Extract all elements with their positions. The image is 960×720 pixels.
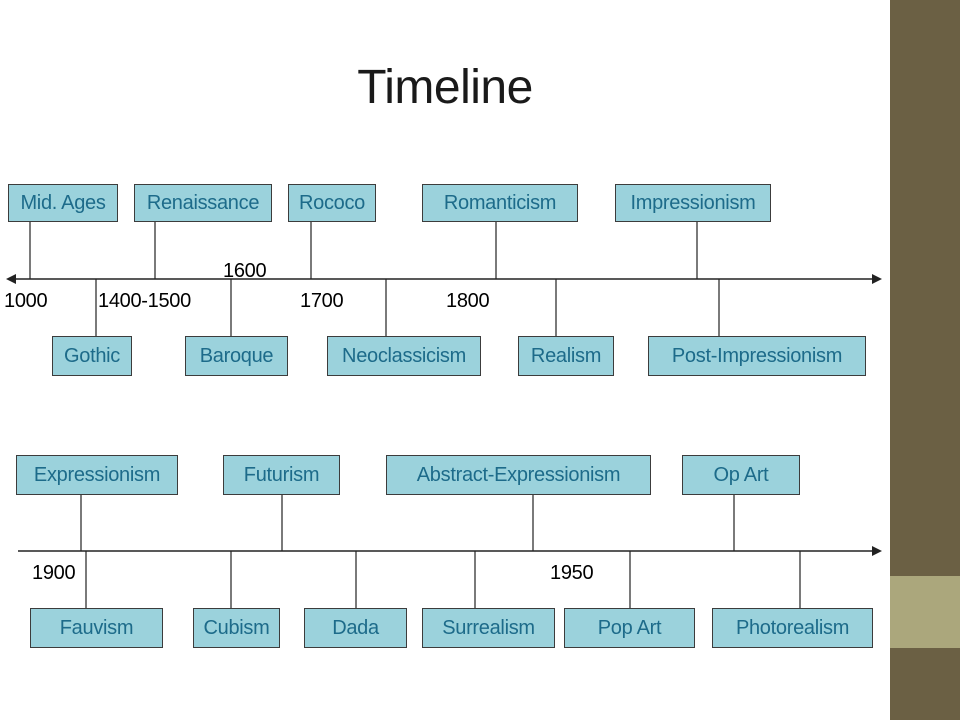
axis-arrow-left-icon: [6, 274, 16, 284]
period-box-neoclassicism: Neoclassicism: [327, 336, 481, 376]
period-box-pop-art: Pop Art: [564, 608, 695, 648]
period-box-realism: Realism: [518, 336, 614, 376]
period-box-expressionism: Expressionism: [16, 455, 178, 495]
side-bar-dark-top: [890, 0, 960, 576]
period-box-photorealism: Photorealism: [712, 608, 873, 648]
period-box-renaissance: Renaissance: [134, 184, 272, 222]
period-box-romanticism: Romanticism: [422, 184, 578, 222]
year-label-1700: 1700: [300, 290, 344, 312]
period-box-surrealism: Surrealism: [422, 608, 555, 648]
timeline-diagram: [6, 222, 882, 608]
year-label-1800: 1800: [446, 290, 490, 312]
year-label-1900: 1900: [32, 562, 76, 584]
period-box-rococo: Rococo: [288, 184, 376, 222]
side-bar-dark-bottom: [890, 648, 960, 720]
period-box-abstract-expressionism: Abstract-Expressionism: [386, 455, 651, 495]
period-box-futurism: Futurism: [223, 455, 340, 495]
period-box-gothic: Gothic: [52, 336, 132, 376]
period-box-mid-ages: Mid. Ages: [8, 184, 118, 222]
year-label-1600: 1600: [223, 260, 267, 282]
page-title: Timeline: [357, 61, 533, 114]
period-box-impressionism: Impressionism: [615, 184, 771, 222]
side-bar-light-stripe: [890, 576, 960, 648]
year-label-1400-1500: 1400-1500: [98, 290, 191, 312]
period-box-dada: Dada: [304, 608, 407, 648]
period-box-baroque: Baroque: [185, 336, 288, 376]
period-box-cubism: Cubism: [193, 608, 280, 648]
slide: Timeline Mid. Ages Renaissance Rococo Roman…: [4, 61, 882, 648]
year-label-1000: 1000: [4, 290, 48, 312]
axis-arrow-right-icon: [872, 546, 882, 556]
period-box-post-impressionism: Post-Impressionism: [648, 336, 866, 376]
period-box-op-art: Op Art: [682, 455, 800, 495]
side-decoration: [890, 0, 960, 720]
axis-arrow-right-icon: [872, 274, 882, 284]
period-box-fauvism: Fauvism: [30, 608, 163, 648]
year-label-1950: 1950: [550, 562, 594, 584]
